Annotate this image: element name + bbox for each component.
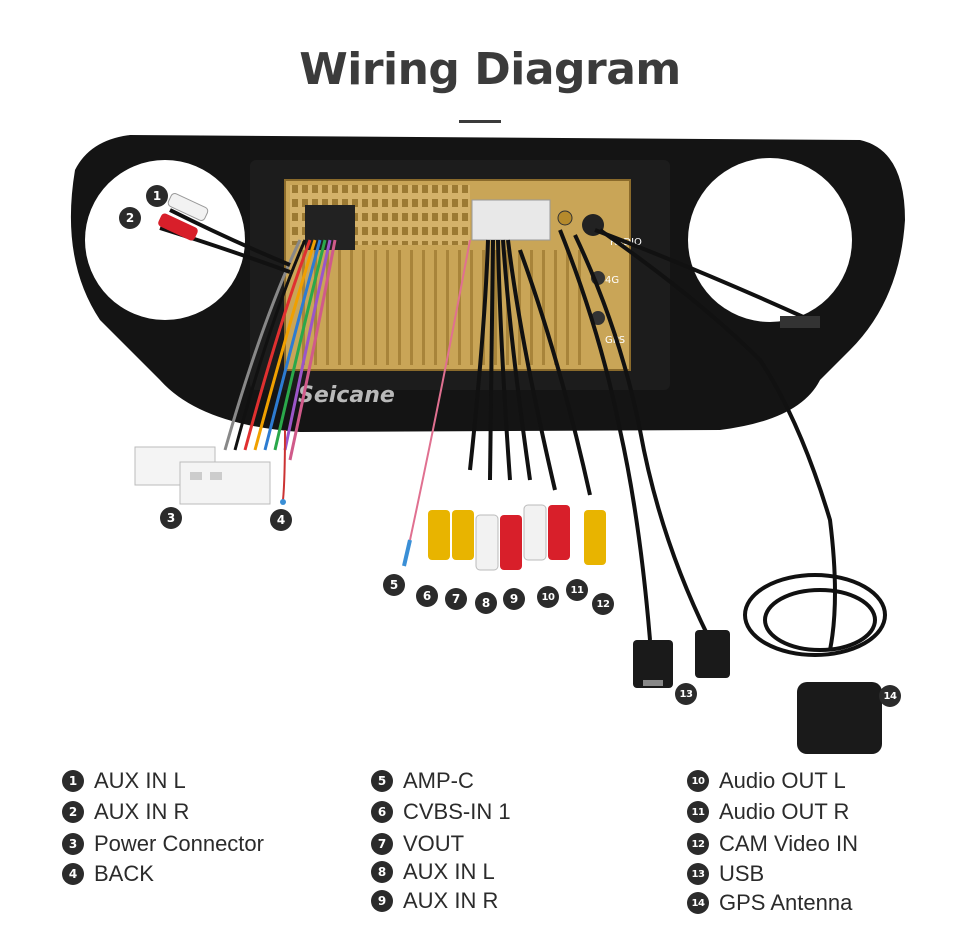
legend-label: CAM Video IN bbox=[719, 831, 858, 856]
rca-bundle bbox=[409, 239, 592, 541]
legend-number: 7 bbox=[371, 833, 393, 855]
legend-item: 1 AUX IN L bbox=[62, 767, 186, 795]
legend-number: 13 bbox=[687, 863, 709, 885]
callout-4: 4 bbox=[270, 509, 292, 531]
legend-label: AUX IN L bbox=[94, 768, 186, 793]
legend-item: 2 AUX IN R bbox=[62, 798, 189, 826]
usb-extension-plug bbox=[695, 630, 730, 678]
page-title: Wiring Diagram bbox=[299, 44, 681, 95]
gps-connector-end bbox=[780, 316, 820, 328]
legend-label: AUX IN R bbox=[94, 799, 190, 824]
gps-antenna bbox=[797, 682, 882, 754]
legend-number: 8 bbox=[371, 861, 393, 883]
aux-in-rca-top bbox=[158, 193, 291, 274]
callout-14: 14 bbox=[879, 685, 901, 707]
head-unit: RADIO 4G GPS bbox=[284, 179, 642, 371]
callout-9: 9 bbox=[503, 588, 525, 610]
legend-label: BACK bbox=[94, 861, 154, 886]
usb-and-gps-cables bbox=[558, 228, 887, 657]
power-connector bbox=[134, 446, 271, 505]
callout-13: 13 bbox=[675, 683, 697, 705]
legend-number: 3 bbox=[62, 833, 84, 855]
title-divider bbox=[459, 120, 501, 123]
legend-label: GPS Antenna bbox=[719, 890, 853, 915]
legend-item: 13 USB bbox=[687, 860, 764, 888]
legend-number: 5 bbox=[371, 770, 393, 792]
left-vent-opening bbox=[85, 160, 245, 320]
legend-number: 2 bbox=[62, 801, 84, 823]
legend-item: 9 AUX IN R bbox=[371, 887, 498, 915]
callout-1: 1 bbox=[146, 185, 168, 207]
callout-10: 10 bbox=[537, 586, 559, 608]
callout-8: 8 bbox=[475, 592, 497, 614]
legend-label: CVBS-IN 1 bbox=[403, 799, 511, 824]
legend-item: 7 VOUT bbox=[371, 830, 464, 858]
legend-number: 9 bbox=[371, 890, 393, 912]
legend-number: 11 bbox=[687, 801, 709, 823]
legend-item: 4 BACK bbox=[62, 860, 154, 888]
callout-6: 6 bbox=[416, 585, 438, 607]
power-harness bbox=[223, 239, 337, 501]
legend-label: AUX IN R bbox=[403, 888, 499, 913]
legend-item: 12 CAM Video IN bbox=[687, 830, 858, 858]
legend-number: 1 bbox=[62, 770, 84, 792]
legend-number: 12 bbox=[687, 833, 709, 855]
legend-label: AUX IN L bbox=[403, 859, 495, 884]
legend-item: 6 CVBS-IN 1 bbox=[371, 798, 511, 826]
callout-3: 3 bbox=[160, 507, 182, 529]
back-wire-tip bbox=[280, 499, 286, 505]
fourg-label: 4G bbox=[605, 275, 619, 286]
legend-label: Audio OUT R bbox=[719, 799, 850, 824]
legend-label: Power Connector bbox=[94, 831, 264, 856]
gps-port-ring bbox=[557, 210, 573, 226]
legend-number: 4 bbox=[62, 863, 84, 885]
legend-number: 6 bbox=[371, 801, 393, 823]
right-vent-opening bbox=[688, 158, 852, 322]
legend-label: USB bbox=[719, 861, 765, 886]
callout-5: 5 bbox=[383, 574, 405, 596]
legend-number: 14 bbox=[687, 892, 709, 914]
callout-2: 2 bbox=[119, 207, 141, 229]
legend-item: 5 AMP-C bbox=[371, 767, 474, 795]
legend-item: 11 Audio OUT R bbox=[687, 798, 849, 826]
legend-item: 10 Audio OUT L bbox=[687, 767, 846, 795]
legend-label: VOUT bbox=[403, 831, 465, 856]
usb-plug bbox=[633, 640, 673, 688]
callout-7: 7 bbox=[445, 588, 467, 610]
watermark: Seicane bbox=[298, 383, 395, 408]
main-connector bbox=[471, 199, 551, 241]
legend-item: 14 GPS Antenna bbox=[687, 889, 852, 917]
legend-label: Audio OUT L bbox=[719, 768, 846, 793]
callout-11: 11 bbox=[566, 579, 588, 601]
rca-plugs bbox=[402, 504, 606, 571]
legend-label: AMP-C bbox=[403, 768, 474, 793]
callout-12: 12 bbox=[592, 593, 614, 615]
legend-number: 10 bbox=[687, 770, 709, 792]
legend-item: 3 Power Connector bbox=[62, 830, 264, 858]
legend-item: 8 AUX IN L bbox=[371, 858, 495, 886]
